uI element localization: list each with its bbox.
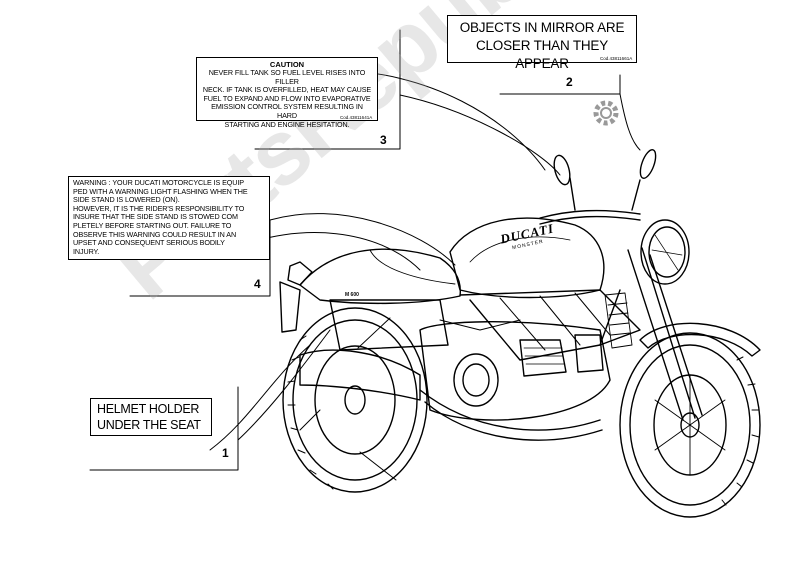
rear-wheel	[282, 307, 428, 493]
caution-label: CAUTION NEVER FILL TANK SO FUEL LEVEL RI…	[196, 57, 378, 128]
gear-icon	[593, 100, 619, 126]
callout-number-2: 2	[566, 75, 573, 89]
front-wheel	[619, 332, 761, 518]
headlight	[640, 219, 690, 285]
side-stand-warning-label: WARNING : YOUR DUCATI MOTORCYCLE IS EQUI…	[68, 176, 270, 260]
oil-cooler	[604, 292, 633, 349]
callout-number-4: 4	[254, 277, 261, 291]
helmet-holder-text: HELMET HOLDER UNDER THE SEAT	[97, 402, 201, 432]
mirror-warning-text: OBJECTS IN MIRROR ARE CLOSER THAN THEY A…	[459, 20, 625, 71]
fuel-tank	[449, 217, 605, 299]
caution-title: CAUTION	[269, 60, 305, 69]
callout-number-3: 3	[380, 133, 387, 147]
front-fender	[639, 322, 761, 357]
helmet-holder-label: HELMET HOLDER UNDER THE SEAT	[90, 398, 212, 436]
handlebar	[539, 149, 657, 225]
caution-text: NEVER FILL TANK SO FUEL LEVEL RISES INTO…	[202, 68, 372, 129]
frame	[329, 289, 641, 361]
side-stand-warning-text: WARNING : YOUR DUCATI MOTORCYCLE IS EQUI…	[73, 178, 248, 256]
mirror-label-code: Cod.43811661A	[600, 56, 633, 61]
leader-lines	[89, 29, 641, 471]
seat	[279, 248, 462, 333]
front-fork	[627, 247, 703, 421]
engine	[419, 321, 611, 421]
side-cover-decal: M 600	[345, 292, 359, 298]
caution-label-code: Cod.43811641A	[340, 115, 373, 120]
exhaust	[299, 349, 603, 441]
callout-number-1: 1	[222, 446, 229, 460]
mirror-warning-label: OBJECTS IN MIRROR ARE CLOSER THAN THEY A…	[447, 15, 637, 71]
